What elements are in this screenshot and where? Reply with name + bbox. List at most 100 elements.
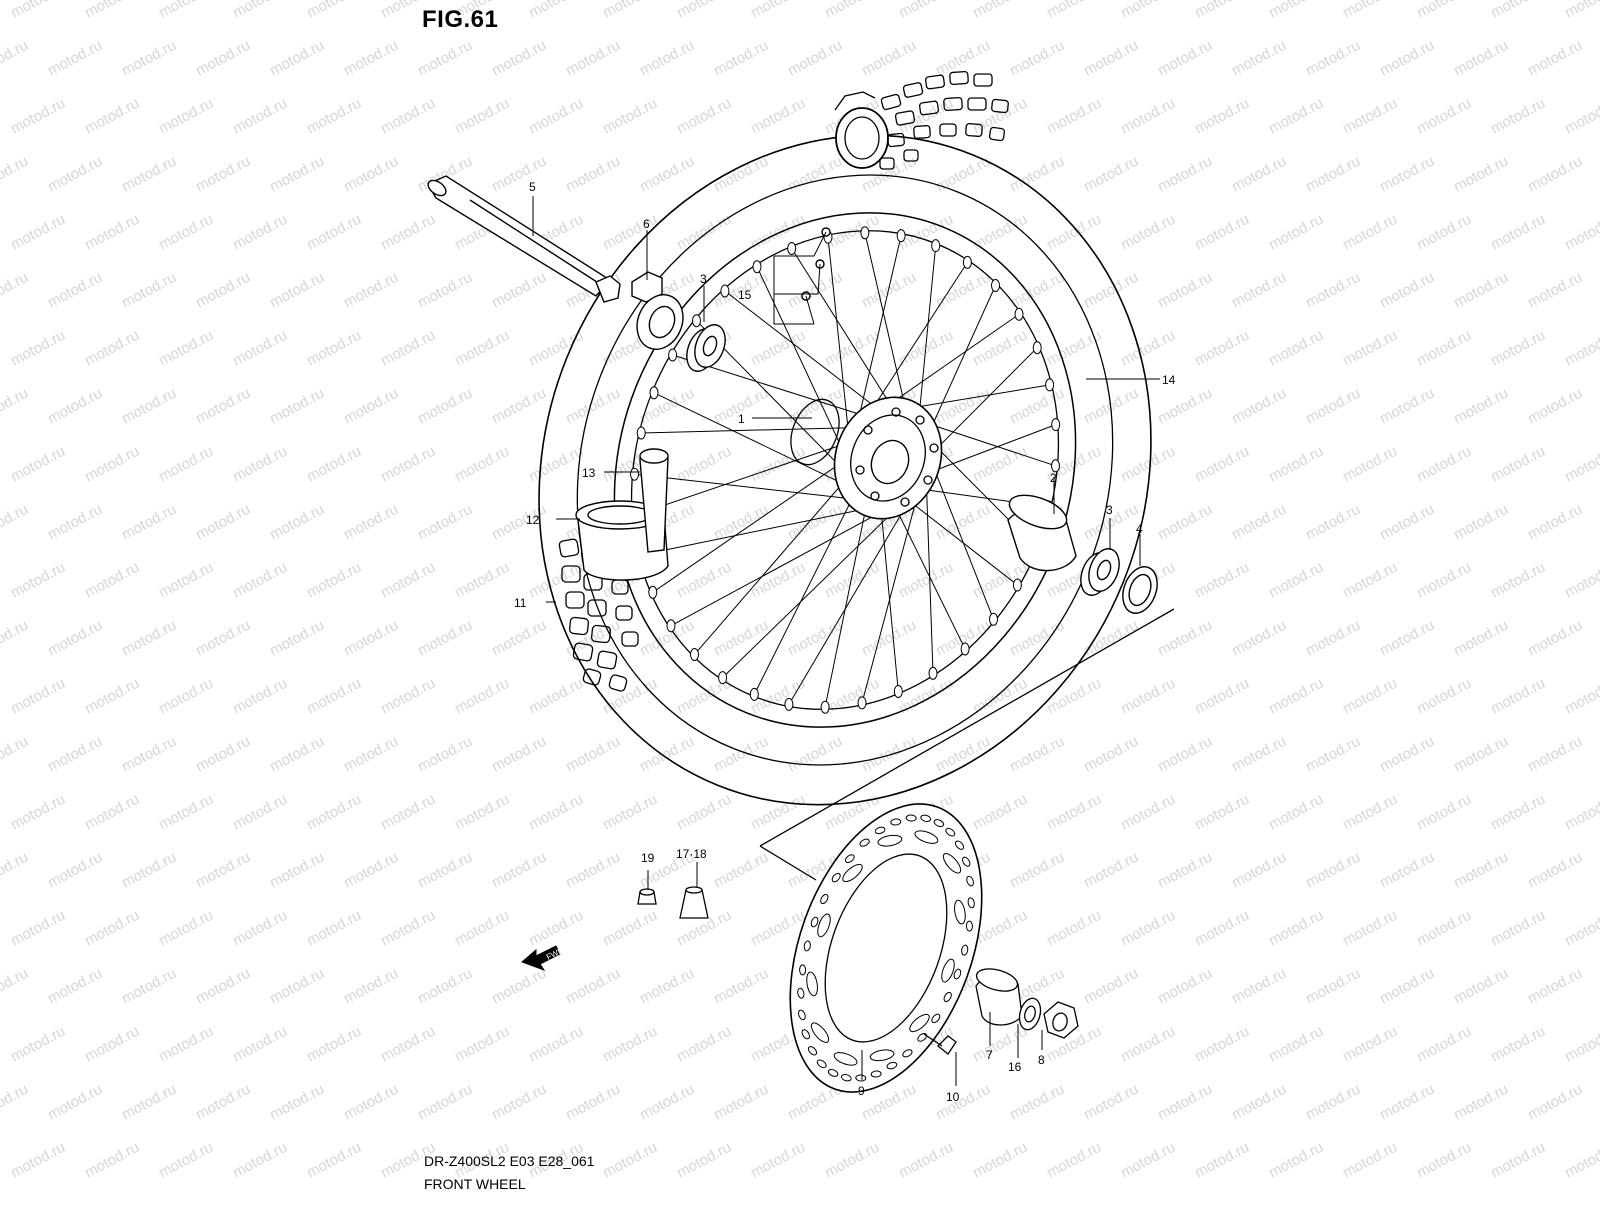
- watermark-text: motod.ru: [711, 849, 771, 892]
- watermark-text: motod.ru: [822, 327, 882, 370]
- figure-title: FIG.61: [422, 6, 499, 33]
- watermark-text: motod.ru: [489, 269, 549, 312]
- spoke: [694, 472, 853, 655]
- watermark-text: motod.ru: [230, 675, 290, 718]
- watermark-text: motod.ru: [1340, 95, 1400, 138]
- watermark-text: motod.ru: [859, 617, 919, 660]
- watermark-text: motod.ru: [711, 733, 771, 776]
- watermark-text: motod.ru: [378, 559, 438, 602]
- watermark-text: motod.ru: [600, 0, 660, 22]
- callout-1: 1: [738, 412, 745, 426]
- watermark-text: motod.ru: [1451, 385, 1511, 428]
- spoke-nipple: [690, 648, 699, 661]
- watermark-text: motod.ru: [600, 791, 660, 834]
- disc-hole: [807, 1046, 818, 1056]
- watermark-text: motod.ru: [1155, 1081, 1215, 1124]
- watermark-text: motod.ru: [1414, 0, 1474, 22]
- spoke-nipple: [692, 314, 701, 328]
- watermark-text: motod.ru: [415, 617, 475, 660]
- watermark-text: motod.ru: [1266, 0, 1326, 22]
- watermark-text: motod.ru: [1155, 153, 1215, 196]
- watermark-text: motod.ru: [1414, 211, 1474, 254]
- watermark-text: motod.ru: [637, 1081, 697, 1124]
- watermark-text: motod.ru: [193, 385, 253, 428]
- watermark-text: motod.ru: [1007, 1081, 1067, 1124]
- watermark-text: motod.ru: [1303, 501, 1363, 544]
- watermark-text: motod.ru: [1414, 675, 1474, 718]
- watermark-text: motod.ru: [1451, 269, 1511, 312]
- watermark-text: motod.ru: [82, 0, 142, 22]
- watermark-text: motod.ru: [1562, 1023, 1600, 1066]
- callout-19: 19: [641, 851, 655, 865]
- spoke-nipple: [896, 229, 906, 243]
- watermark-text: motod.ru: [1007, 617, 1067, 660]
- watermark-text: motod.ru: [489, 965, 549, 1008]
- watermark-text: motod.ru: [1229, 385, 1289, 428]
- watermark-text: motod.ru: [526, 791, 586, 834]
- watermark-text: motod.ru: [711, 153, 771, 196]
- watermark-text: motod.ru: [415, 1081, 475, 1124]
- callout-11: 11: [514, 596, 527, 610]
- watermark-text: motod.ru: [600, 95, 660, 138]
- disc-hole: [831, 872, 841, 883]
- watermark-text: motod.ru: [1525, 501, 1585, 544]
- watermark-text: motod.ru: [1525, 849, 1585, 892]
- watermark-text: motod.ru: [45, 1081, 105, 1124]
- watermark-text: motod.ru: [1525, 1081, 1585, 1124]
- watermark-text: motod.ru: [859, 269, 919, 312]
- watermark-text: motod.ru: [82, 443, 142, 486]
- watermark-text: motod.ru: [1488, 559, 1548, 602]
- watermark-text: motod.ru: [1488, 443, 1548, 486]
- spoke: [653, 392, 865, 495]
- watermark-text: motod.ru: [1340, 0, 1400, 22]
- disc-hole: [961, 856, 971, 867]
- watermark-text: motod.ru: [1414, 327, 1474, 370]
- watermark-text: motod.ru: [415, 733, 475, 776]
- watermark-text: motod.ru: [933, 501, 993, 544]
- watermark-text: motod.ru: [1155, 37, 1215, 80]
- watermark-text: motod.ru: [1303, 733, 1363, 776]
- disc-hole: [890, 818, 902, 826]
- washer: [1018, 997, 1042, 1031]
- callout-8: 8: [1038, 1053, 1045, 1067]
- disc-hole: [941, 958, 955, 983]
- watermark-text: motod.ru: [341, 1081, 401, 1124]
- spoke-nipple: [989, 612, 998, 626]
- watermark-text: motod.ru: [1155, 269, 1215, 312]
- watermark-text: motod.ru: [970, 327, 1030, 370]
- watermark-text: motod.ru: [119, 501, 179, 544]
- brake-disc: [789, 803, 983, 1093]
- spoke-nipple: [1032, 341, 1042, 355]
- watermark-text: motod.ru: [563, 153, 623, 196]
- disc-hole: [914, 830, 939, 844]
- watermark-text: motod.ru: [119, 37, 179, 80]
- watermark-text: motod.ru: [1488, 0, 1548, 22]
- watermark-text: motod.ru: [859, 37, 919, 80]
- watermark-text: motod.ru: [230, 1139, 290, 1182]
- watermark-text: motod.ru: [1377, 733, 1437, 776]
- watermark-text: motod.ru: [193, 269, 253, 312]
- watermark-text: motod.ru: [0, 733, 31, 776]
- spoke-nipple: [749, 687, 759, 701]
- watermark-text: motod.ru: [1303, 153, 1363, 196]
- watermark-text: motod.ru: [378, 211, 438, 254]
- watermark-text: motod.ru: [230, 1023, 290, 1066]
- watermark-text: motod.ru: [267, 269, 327, 312]
- watermark-text: motod.ru: [526, 559, 586, 602]
- watermark-text: motod.ru: [304, 95, 364, 138]
- disc-hole: [810, 916, 819, 928]
- spoke-nipple: [787, 242, 797, 255]
- watermark-text: motod.ru: [970, 211, 1030, 254]
- watermark-text: motod.ru: [748, 211, 808, 254]
- watermark-text: motod.ru: [230, 95, 290, 138]
- watermark-text: motod.ru: [0, 385, 31, 428]
- callout-16: 16: [1008, 1060, 1022, 1074]
- watermark-text: motod.ru: [1266, 95, 1326, 138]
- watermark-text: motod.ru: [1192, 907, 1252, 950]
- watermark-text: motod.ru: [45, 617, 105, 660]
- watermark-text: motod.ru: [526, 907, 586, 950]
- watermark-text: motod.ru: [637, 733, 697, 776]
- disc-hole: [798, 1009, 806, 1021]
- watermark-text: motod.ru: [1229, 733, 1289, 776]
- watermark-text: motod.ru: [45, 153, 105, 196]
